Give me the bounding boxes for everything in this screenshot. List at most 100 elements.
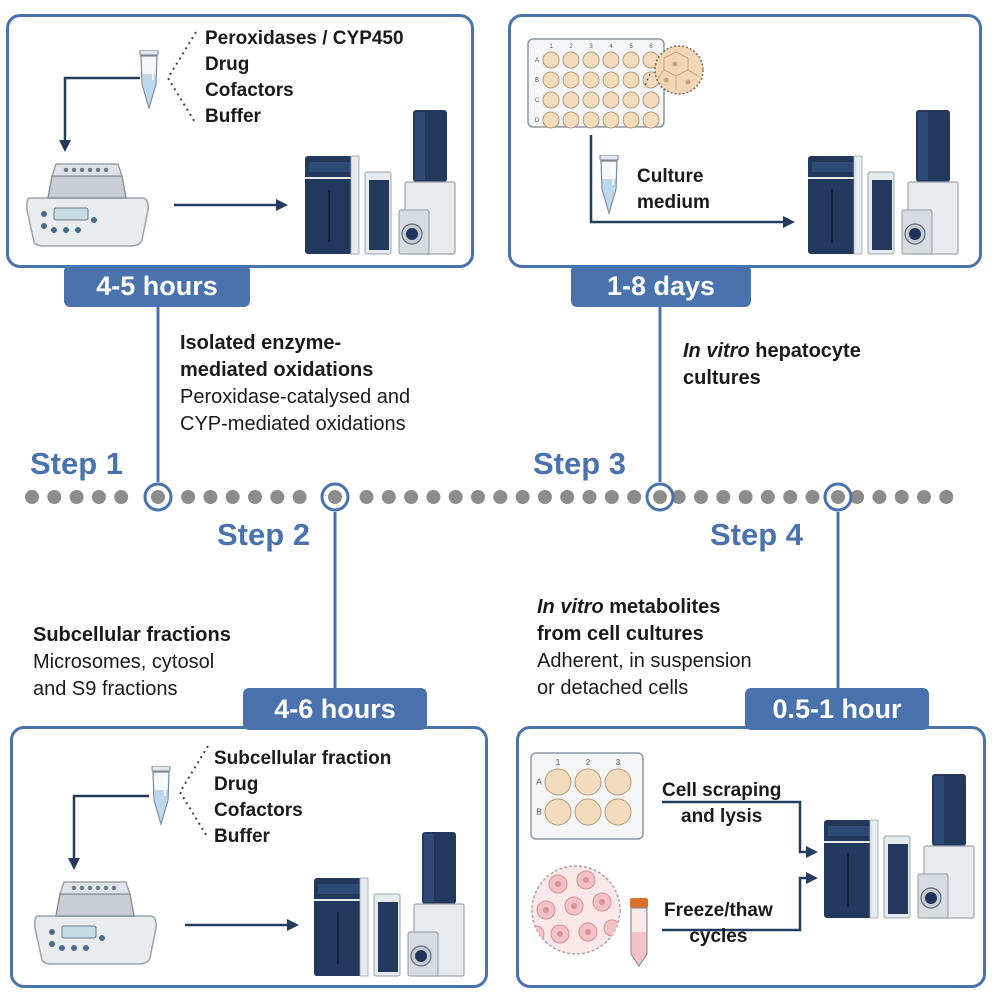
plate-row-label: B bbox=[535, 78, 539, 84]
heating-block-icon bbox=[22, 158, 152, 248]
timeline-dot bbox=[404, 490, 419, 504]
plate-well bbox=[602, 51, 620, 69]
plate-well bbox=[604, 798, 632, 826]
reagent-item: Peroxidases / CYP450 bbox=[205, 28, 404, 49]
timeline-dot bbox=[248, 490, 262, 504]
step1-duration-badge: 4-5 hours bbox=[64, 265, 250, 307]
timeline-dot bbox=[292, 490, 307, 504]
step2-reagent-list: Subcellular fraction Drug Cofactors Buff… bbox=[214, 746, 391, 850]
timeline-dot bbox=[114, 490, 129, 504]
plate-well bbox=[622, 51, 640, 69]
plate-well bbox=[602, 91, 620, 109]
plate-well bbox=[642, 91, 660, 109]
bracket-dots bbox=[166, 31, 197, 125]
cell-scraping-label: Cell scraping and lysis bbox=[662, 780, 782, 827]
timeline-dot bbox=[91, 490, 106, 504]
arrow-icon bbox=[662, 800, 818, 932]
plate-column-label: 1 bbox=[549, 44, 553, 50]
step4-label: Step 4 bbox=[710, 517, 804, 552]
plate-column-label: 6 bbox=[649, 44, 653, 50]
lc-ms-instrument-icon bbox=[305, 110, 465, 255]
timeline-dot bbox=[872, 490, 887, 504]
culture-medium-label: Culture medium bbox=[637, 166, 710, 213]
plate-row-label: C bbox=[535, 98, 540, 104]
plate-column-label: 3 bbox=[616, 758, 621, 767]
plate-row-label: B bbox=[536, 808, 541, 817]
plate-well bbox=[562, 111, 580, 129]
step2-label: Step 2 bbox=[217, 517, 311, 552]
plate-column-label: 2 bbox=[569, 44, 573, 50]
timeline-dot bbox=[537, 490, 552, 504]
step1-description: Isolated enzyme- mediated oxidations Per… bbox=[180, 332, 411, 435]
timeline-dot bbox=[894, 490, 909, 504]
step3-description: In vitro hepatocyte cultures bbox=[683, 340, 861, 389]
timeline-dot bbox=[627, 490, 642, 504]
timeline-dot bbox=[582, 490, 597, 504]
reagent-item: Buffer bbox=[214, 826, 270, 847]
lc-ms-instrument-icon bbox=[808, 110, 968, 255]
timeline-dot bbox=[225, 490, 240, 504]
timeline-dot bbox=[939, 490, 954, 504]
freeze-thaw-label: Freeze/thaw cycles bbox=[664, 900, 773, 947]
lc-ms-instrument-icon bbox=[314, 832, 474, 977]
step4-duration-badge: 0.5-1 hour bbox=[745, 688, 929, 730]
plate-well bbox=[622, 111, 640, 129]
plate-well bbox=[542, 111, 560, 129]
plate-well bbox=[582, 71, 600, 89]
step2-duration-badge: 4-6 hours bbox=[243, 688, 427, 730]
timeline-dot bbox=[917, 490, 931, 504]
tube-icon bbox=[598, 155, 620, 215]
timeline-dot bbox=[448, 490, 463, 504]
timeline-dot bbox=[783, 490, 798, 504]
arrow-icon bbox=[174, 199, 288, 211]
timeline-dot bbox=[850, 490, 865, 504]
lc-ms-instrument-icon bbox=[824, 774, 984, 919]
heating-block-icon bbox=[30, 876, 160, 966]
plate-well bbox=[542, 91, 560, 109]
plate-well bbox=[582, 111, 600, 129]
timeline-dot bbox=[716, 490, 731, 504]
timeline-dot bbox=[25, 490, 39, 504]
step-marker-dot bbox=[328, 490, 342, 504]
timeline-dot bbox=[805, 490, 820, 504]
falcon-tube-icon bbox=[630, 898, 648, 968]
reagent-item: Buffer bbox=[205, 106, 261, 127]
timeline-dot bbox=[203, 490, 218, 504]
timeline-dot bbox=[493, 490, 508, 504]
timeline-dot bbox=[671, 490, 686, 504]
step-marker-dot bbox=[653, 490, 667, 504]
timeline-dot bbox=[270, 490, 285, 504]
timeline-dot bbox=[760, 490, 775, 504]
timeline-dot bbox=[560, 490, 575, 504]
plate-well bbox=[642, 111, 660, 129]
arrow-icon bbox=[185, 919, 299, 931]
timeline-dot bbox=[694, 490, 708, 504]
plate-well bbox=[544, 798, 572, 826]
reagent-item: Cofactors bbox=[214, 800, 303, 821]
plate-column-label: 1 bbox=[556, 758, 561, 767]
step1-reagent-list: Peroxidases / CYP450 Drug Cofactors Buff… bbox=[205, 26, 404, 130]
cell-suspension-icon bbox=[531, 865, 621, 955]
plate-column-label: 5 bbox=[629, 44, 633, 50]
plate-well bbox=[582, 91, 600, 109]
step2-description: Subcellular fractions Microsomes, cytoso… bbox=[33, 624, 231, 700]
plate-well bbox=[544, 768, 572, 796]
plate-well bbox=[574, 798, 602, 826]
reagent-item: Drug bbox=[205, 54, 250, 75]
step-marker-dot bbox=[831, 490, 845, 504]
timeline-dot bbox=[604, 490, 619, 504]
reagent-item: Subcellular fraction bbox=[214, 748, 392, 769]
plate-column-label: 2 bbox=[586, 758, 591, 767]
timeline-dot bbox=[47, 490, 62, 504]
timeline-dot bbox=[69, 490, 84, 504]
timeline-dot bbox=[426, 490, 441, 504]
timeline-dot bbox=[515, 490, 530, 504]
timeline-dot bbox=[738, 490, 753, 504]
plate-well bbox=[542, 51, 560, 69]
arrow-icon bbox=[59, 76, 140, 152]
step-marker-dot bbox=[151, 490, 165, 504]
bracket-dots bbox=[178, 745, 209, 839]
arrow-icon bbox=[68, 794, 149, 870]
